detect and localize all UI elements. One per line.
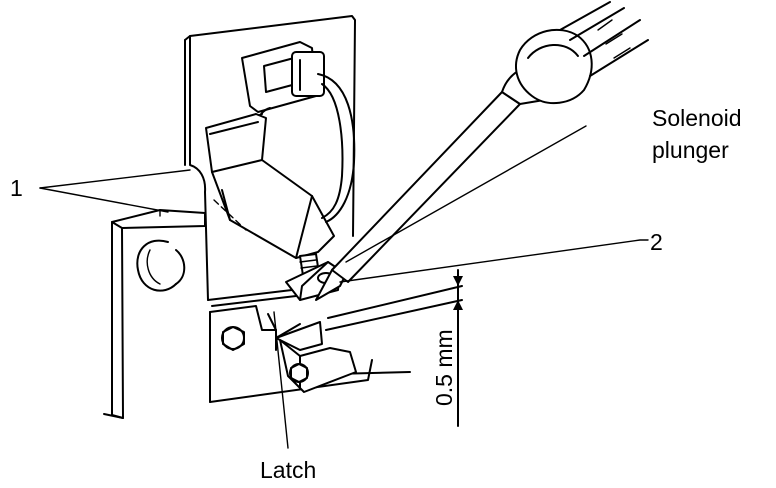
solenoid-label-line1: Solenoid bbox=[652, 105, 742, 131]
leader-lines bbox=[39, 125, 649, 449]
side-bracket bbox=[103, 209, 206, 419]
gap-dimension bbox=[325, 269, 463, 427]
connector bbox=[241, 41, 325, 113]
callout-2-label: 2 bbox=[650, 229, 663, 255]
solenoid-body bbox=[205, 113, 341, 301]
screwdriver bbox=[315, 1, 649, 301]
mounting-plate bbox=[184, 15, 411, 403]
latch-label: Latch bbox=[260, 457, 316, 483]
gap-dimension-label: 0.5 mm bbox=[431, 329, 457, 406]
callout-1-label: 1 bbox=[10, 175, 23, 201]
solenoid-label-line2: plunger bbox=[652, 137, 729, 163]
latch bbox=[209, 305, 357, 393]
